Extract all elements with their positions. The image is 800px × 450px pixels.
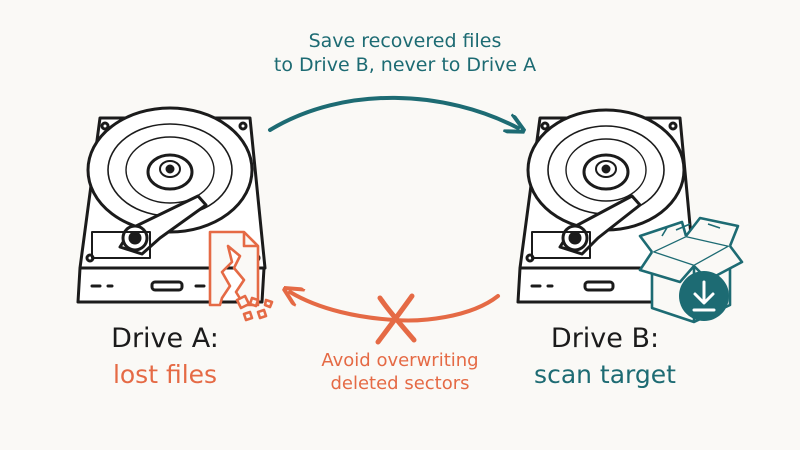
top-arrow — [268, 95, 518, 130]
avoid-note-line-2: deleted sectors — [330, 372, 470, 394]
drive-b-icon — [516, 108, 696, 304]
x-mark-icon — [375, 293, 417, 345]
drive-a-subtitle: lost files — [112, 360, 218, 389]
broken-file-icon — [208, 230, 274, 322]
save-note-line-1: Save recovered files — [308, 30, 502, 52]
drive-b-title: Drive B: — [550, 323, 660, 354]
save-note: Save recovered files to Drive B, never t… — [250, 30, 560, 78]
drive-a-icon — [76, 106, 267, 304]
save-note-line-2: to Drive B, never to Drive A — [273, 53, 537, 76]
download-icon — [679, 271, 729, 321]
avoid-note-line-1: Avoid overwriting — [321, 350, 479, 371]
drive-b-subtitle: scan target — [534, 360, 676, 389]
avoid-note: Avoid overwriting deleted sectors — [290, 350, 510, 395]
drive-a-title: Drive A: — [111, 323, 219, 354]
